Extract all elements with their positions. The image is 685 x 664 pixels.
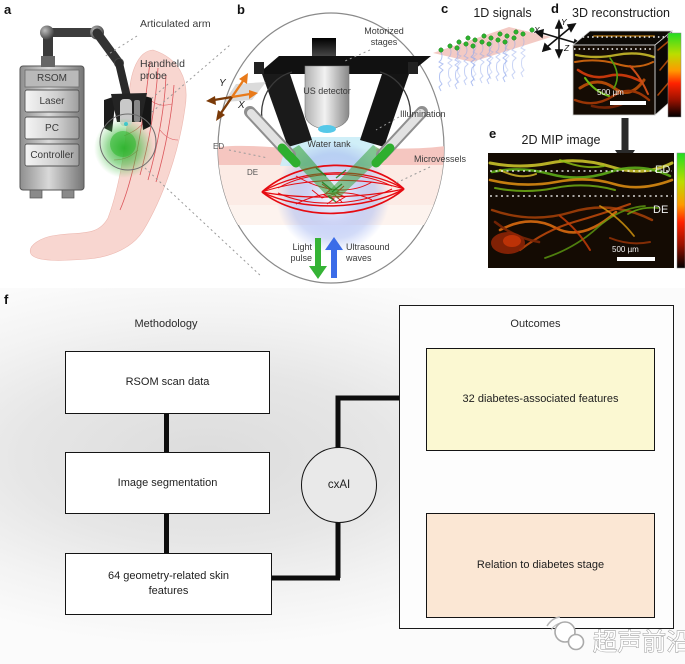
panel-label-d: d: [551, 1, 559, 16]
annotation-ed: ED: [213, 142, 225, 151]
panel-c-illustration: [433, 18, 585, 92]
detection-points: [438, 27, 535, 53]
panel-e-title: 2D MIP image: [521, 133, 601, 147]
panel-d-title: 3D reconstruction: [572, 6, 670, 20]
machine-title: RSOM: [37, 73, 67, 84]
methodology-title: Methodology: [134, 318, 198, 330]
scalebar-d-label: 500 µm: [597, 88, 624, 97]
probe-zoom-circle: [99, 113, 157, 171]
annotation-us-detector: US detector: [303, 86, 351, 96]
annotation-articulated-arm: Articulated arm: [140, 18, 211, 30]
laser-spot: [110, 131, 136, 157]
annotation-microvessels: Microvessels: [414, 154, 467, 164]
annotation-lines-b: [228, 49, 431, 184]
ultrasound-arrow: [325, 237, 343, 278]
flow-box-diabetes-features: 32 diabetes-associated features: [426, 348, 655, 451]
panel-label-b: b: [237, 2, 245, 17]
watermark-logo-icon: [546, 616, 585, 651]
annotation-water-tank: Water tank: [307, 139, 351, 149]
panel-label-e: e: [489, 126, 497, 141]
annotation-ultrasound-waves: Ultrasound waves: [346, 242, 390, 263]
annotation-motorized-stages: Motorized stages: [364, 26, 404, 47]
annotation-illumination: Illumination: [400, 109, 446, 119]
panel-label-a: a: [4, 2, 12, 17]
colorbar-d: [667, 32, 682, 118]
scalebar-d: [610, 101, 646, 105]
light-pulse-arrow: [309, 238, 327, 279]
mip-ed-label: ED: [655, 164, 671, 176]
illumination-rods: [244, 106, 428, 168]
flow-box-skin-features-label: 64 geometry-related skin features: [107, 570, 230, 597]
scalebar-e-label: 500 µm: [612, 245, 639, 254]
scalebar-e: [617, 257, 655, 261]
flow-box-diabetes-features-label: 32 diabetes-associated features: [462, 393, 619, 406]
machine-module-pc: PC: [45, 123, 59, 134]
flow-box-skin-features: 64 geometry-related skin features: [65, 553, 272, 615]
axis-x-label-b: X: [238, 100, 245, 111]
axis-y-label-b: Y: [219, 78, 226, 89]
panel-a-illustration: [19, 25, 263, 278]
annotation-light-pulse: Light pulse: [290, 242, 312, 263]
panel-label-c: c: [441, 1, 449, 16]
axis-x-label-c: X: [534, 25, 540, 35]
axis-z-label-c: Z: [564, 43, 570, 53]
layer-dotted-lines-d: [574, 36, 668, 50]
flow-box-rsom-scan-data-label: RSOM scan data: [125, 376, 210, 389]
microvessel-network: [261, 164, 405, 215]
watermark: 超声前沿: [546, 616, 685, 657]
cxai-label: cxAI: [327, 479, 351, 491]
panel-c-title: 1D signals: [473, 6, 532, 20]
flow-box-rsom-scan-data: RSOM scan data: [65, 351, 270, 414]
cxai-node: cxAI: [301, 447, 377, 523]
flow-box-image-segmentation: Image segmentation: [65, 452, 270, 514]
flow-box-image-segmentation-label: Image segmentation: [117, 476, 218, 489]
panel-e-illustration: [488, 152, 685, 269]
annotation-lines-a: [103, 35, 263, 278]
flow-box-diabetes-stage-label: Relation to diabetes stage: [476, 559, 605, 572]
flow-box-diabetes-stage: Relation to diabetes stage: [426, 513, 655, 618]
axis-y-label-c: Y: [561, 17, 567, 27]
panel-b-illustration: [206, 12, 445, 284]
xy-axis-icon: [206, 73, 266, 121]
annotation-handheld-probe: Handheld probe: [140, 58, 185, 83]
rsom-machine: [19, 65, 85, 199]
watermark-text: 超声前沿: [593, 629, 685, 656]
panel-d-illustration: [571, 30, 682, 165]
vasculature-mip: [488, 159, 674, 259]
colorbar-e: [676, 152, 685, 269]
mip-de-label: DE: [653, 204, 669, 216]
outcomes-title: Outcomes: [510, 318, 561, 330]
articulated-arm: [40, 25, 131, 101]
machine-module-laser: Laser: [39, 96, 65, 107]
machine-module-controller: Controller: [30, 150, 74, 161]
panel-label-f: f: [4, 292, 9, 307]
laser-beams: [286, 145, 386, 203]
us-detector-cylinder: [304, 65, 350, 130]
scanner-head: [254, 38, 431, 147]
annotation-de: DE: [247, 168, 259, 177]
